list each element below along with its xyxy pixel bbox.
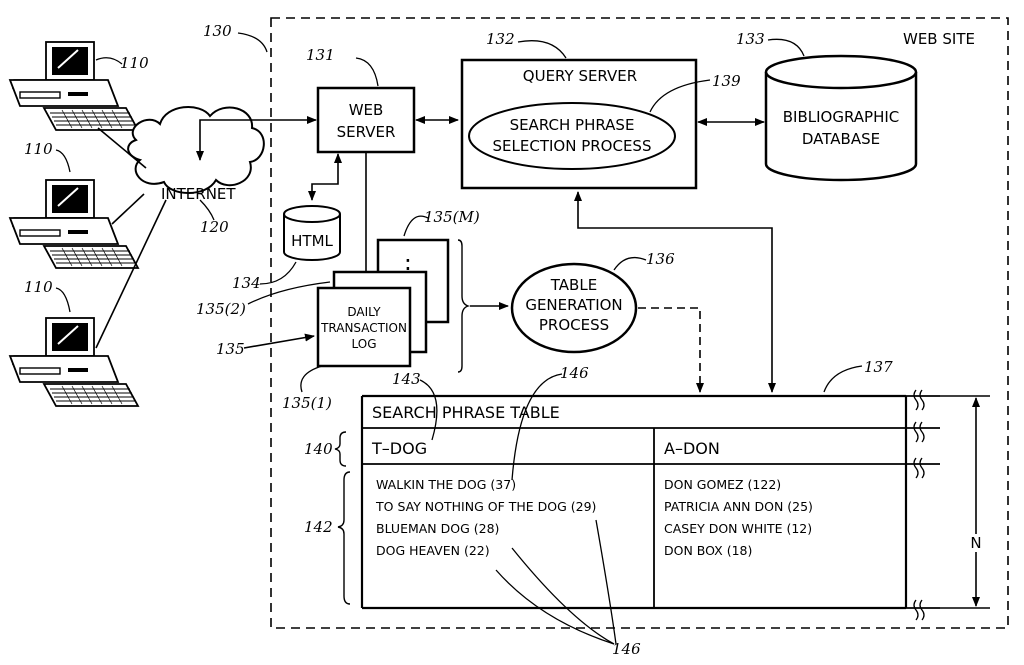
computer-ref: 110 xyxy=(24,140,53,158)
table-gen-ref: 136 xyxy=(646,250,675,268)
internet-ref-leader xyxy=(200,200,214,220)
web-server-ref: 131 xyxy=(306,46,335,64)
html-label: HTML xyxy=(291,232,333,250)
computer-ref-leader xyxy=(56,150,70,172)
table-ref: 137 xyxy=(864,358,893,376)
table-entry: DOG HEAVEN (22) xyxy=(376,543,490,558)
column-key-2: A–DON xyxy=(664,439,720,458)
logs-brace xyxy=(458,240,468,372)
internet-label: INTERNET xyxy=(161,185,236,203)
html-ref-leader xyxy=(260,262,296,284)
header-row-ref: 140 xyxy=(304,440,333,458)
search-process-label: SELECTION PROCESS xyxy=(493,137,652,155)
log-2-ref: 135(2) xyxy=(196,300,246,318)
log-m-ref: 135(M) xyxy=(424,208,480,226)
data-rows-brace xyxy=(338,472,350,604)
table-entry: BLUEMAN DOG (28) xyxy=(376,521,499,536)
entry-ref-leader xyxy=(596,520,616,644)
computer-ref: 110 xyxy=(120,54,149,72)
computer-ref: 110 xyxy=(24,278,53,296)
query-server-label: QUERY SERVER xyxy=(523,67,637,85)
query-server-ref-leader xyxy=(518,41,566,58)
logs-ref: 135 xyxy=(216,340,245,358)
html-store-top xyxy=(284,206,340,222)
n-label: N xyxy=(970,534,981,552)
computer-icon xyxy=(10,180,138,268)
database-ref: 133 xyxy=(736,30,765,48)
table-entry: DON BOX (18) xyxy=(664,543,752,558)
tablegen-table-link xyxy=(638,308,700,392)
table-gen-label: PROCESS xyxy=(539,316,609,334)
data-rows-ref: 142 xyxy=(304,518,333,536)
table-entry: TO SAY NOTHING OF THE DOG (29) xyxy=(375,499,596,514)
search-process xyxy=(469,103,675,169)
search-process-label: SEARCH PHRASE xyxy=(510,116,635,134)
computer-ref-leader xyxy=(56,288,70,312)
html-ref: 134 xyxy=(232,274,261,292)
table-ref-leader xyxy=(824,366,862,392)
search-process-ref: 139 xyxy=(712,72,741,90)
query-server-ref: 132 xyxy=(486,30,515,48)
web-server-label: WEB xyxy=(349,101,384,119)
column-key-1: T–DOG xyxy=(371,439,427,458)
table-gen-ref-leader xyxy=(614,258,646,270)
entry-ref: 146 xyxy=(560,364,589,382)
html-webserver-link xyxy=(312,154,338,200)
table-title: SEARCH PHRASE TABLE xyxy=(372,403,560,422)
computer-icon xyxy=(10,318,138,406)
entry-ref-leader xyxy=(512,548,614,644)
internet-ref: 120 xyxy=(200,218,229,236)
logs-ref-arrow xyxy=(244,336,314,348)
table-entry: DON GOMEZ (122) xyxy=(664,477,781,492)
computer-ref-leader xyxy=(96,58,122,64)
log-1-ref: 135(1) xyxy=(282,394,332,412)
web-server-ref-leader xyxy=(356,58,378,86)
database-label: BIBLIOGRAPHIC xyxy=(783,108,900,126)
web-server-box xyxy=(318,88,414,152)
table-entry: WALKIN THE DOG (37) xyxy=(376,477,516,492)
header-row-brace xyxy=(335,432,346,466)
database-top xyxy=(766,56,916,88)
table-gen-label: GENERATION xyxy=(525,296,622,314)
column-key-ref: 143 xyxy=(392,370,421,388)
log-label: TRANSACTION xyxy=(320,321,407,335)
website-ref: 130 xyxy=(203,22,232,40)
database-label: DATABASE xyxy=(802,130,880,148)
website-ref-leader xyxy=(238,33,267,52)
log-label: LOG xyxy=(351,337,376,351)
table-entry: PATRICIA ANN DON (25) xyxy=(664,499,813,514)
log-label: DAILY xyxy=(347,305,381,319)
website-label: WEB SITE xyxy=(903,30,975,48)
computer-icon xyxy=(10,42,138,130)
database-ref-leader xyxy=(768,39,804,56)
log-1-ref-leader xyxy=(301,366,322,392)
table-gen-label: TABLE xyxy=(550,276,597,294)
link-line xyxy=(112,194,144,224)
web-server-label: SERVER xyxy=(337,123,396,141)
table-entry: CASEY DON WHITE (12) xyxy=(664,521,812,536)
